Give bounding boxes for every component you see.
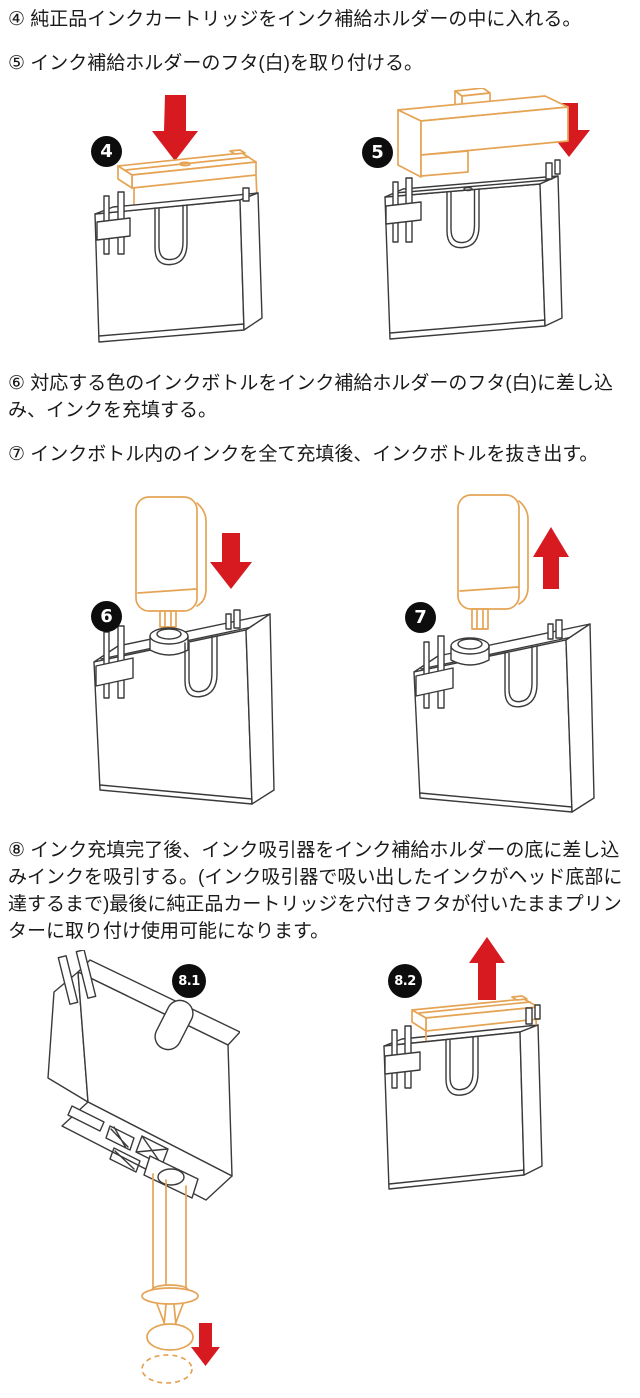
arrow-down-icon [210,533,252,589]
cap-port-drawing [149,627,189,656]
ink-syringe-drawing [141,1173,199,1384]
step-6-text: ⑥ 対応する色のインクボトルをインク補給ホルダーのフタ(白)に差し込み、インクを… [8,373,613,421]
ink-bottle-drawing [135,496,207,628]
figure-8-2-badge: 8.2 [388,964,422,998]
step-8-text: ⑧ インク充填完了後、インク吸引器をインク補給ホルダーの底に差し込みインクを吸引… [8,840,623,942]
figure-4-badge: 4 [91,136,122,167]
arrow-up-icon [469,937,505,1000]
figure-8-1-badge: 8.1 [172,964,206,998]
ink-holder-drawing [384,159,563,340]
figure-step-8-2-illustration [383,937,543,1190]
ink-holder-drawing [94,187,263,343]
holder-cap-drawing [397,88,569,178]
figure-7-badge: 7 [405,602,436,633]
ink-holder-drawing [413,619,595,813]
figure-6-badge: 6 [91,601,122,632]
ink-bottle-drawing [457,494,529,630]
step-7-text: ⑦ インクボトル内のインクを全て充填後、インクボトルを抜き出す。 [8,444,599,465]
figure-step-7-illustration [413,494,595,813]
figure-step-4-illustration [94,95,263,343]
step-4-text: ④ 純正品インクカートリッジをインク補給ホルダーの中に入れる。 [8,9,582,30]
ink-holder-front-drawing [383,1004,543,1190]
step-5-text: ⑤ インク補給ホルダーのフタ(白)を取り付ける。 [8,53,423,74]
figure-step-5-illustration [384,88,590,340]
arrow-up-icon [533,527,569,589]
ink-holder-bottom-drawing [47,950,240,1201]
ink-holder-drawing [93,609,275,805]
ink-cartridge-drawing [117,149,258,208]
figure-step-6-illustration [93,496,275,805]
arrow-down-icon [191,1323,220,1366]
figure-step-8-1-illustration [47,950,240,1384]
figure-5-badge: 5 [362,137,393,168]
ink-drop-target-outline [141,1354,193,1384]
arrow-down-icon [152,95,198,161]
arrow-down-icon [548,103,590,157]
cap-port-drawing [450,637,490,666]
